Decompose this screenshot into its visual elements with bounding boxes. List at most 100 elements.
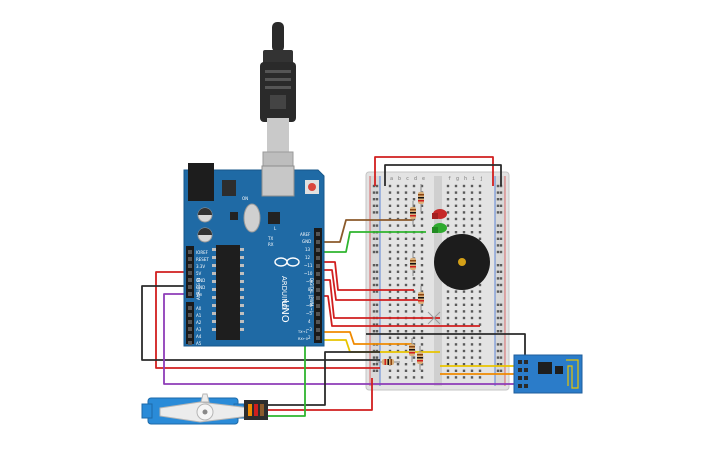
breadboard-hole bbox=[499, 244, 503, 247]
svg-text:RX←0: RX←0 bbox=[298, 337, 308, 341]
breadboard-hole bbox=[396, 376, 400, 379]
breadboard-hole bbox=[396, 264, 400, 267]
breadboard-hole bbox=[446, 297, 450, 300]
svg-text:3.3V: 3.3V bbox=[196, 264, 205, 269]
usb-b-port bbox=[261, 165, 295, 197]
resistor bbox=[418, 184, 424, 212]
breadboard-hole bbox=[375, 283, 379, 287]
svg-text:GND: GND bbox=[196, 285, 205, 290]
breadboard-hole bbox=[454, 211, 458, 214]
breadboard-hole bbox=[388, 184, 392, 188]
breadboard-hole bbox=[446, 191, 450, 194]
resistor bbox=[418, 286, 424, 310]
breadboard-hole bbox=[420, 237, 424, 240]
breadboard-hole bbox=[375, 369, 379, 372]
breadboard-hole bbox=[499, 349, 503, 353]
breadboard-hole bbox=[496, 369, 500, 372]
breadboard-hole bbox=[420, 270, 424, 273]
breadboard-hole bbox=[454, 369, 458, 372]
breadboard-hole bbox=[420, 211, 424, 214]
breadboard-hole bbox=[396, 323, 400, 326]
breadboard-hole bbox=[375, 211, 379, 214]
breadboard-hole bbox=[396, 184, 400, 188]
breadboard-hole bbox=[412, 303, 416, 306]
breadboard-hole bbox=[462, 343, 466, 346]
breadboard-hole bbox=[478, 224, 482, 227]
breadboard-hole bbox=[462, 204, 466, 207]
breadboard-hole bbox=[496, 316, 500, 320]
breadboard-hole bbox=[372, 330, 376, 333]
svg-text:A5: A5 bbox=[196, 341, 202, 346]
breadboard-hole bbox=[420, 244, 424, 247]
breadboard-hole bbox=[412, 244, 416, 247]
breadboard-hole bbox=[396, 237, 400, 240]
breadboard-hole bbox=[446, 336, 450, 339]
breadboard-hole bbox=[420, 250, 424, 254]
breadboard-hole bbox=[396, 330, 400, 333]
breadboard-hole bbox=[396, 303, 400, 306]
breadboard-hole bbox=[470, 323, 474, 326]
breadboard-hole bbox=[446, 363, 450, 366]
breadboard-hole bbox=[396, 217, 400, 221]
svg-text:13: 13 bbox=[305, 247, 311, 252]
svg-text:2: 2 bbox=[308, 335, 311, 340]
breadboard-hole bbox=[388, 191, 392, 194]
breadboard-hole bbox=[375, 356, 379, 359]
breadboard-hole bbox=[372, 369, 376, 372]
breadboard-hole bbox=[412, 310, 416, 313]
breadboard-hole bbox=[470, 297, 474, 300]
breadboard-hole bbox=[499, 277, 503, 280]
breadboard-hole bbox=[375, 244, 379, 247]
breadboard-hole bbox=[375, 310, 379, 313]
breadboard-hole bbox=[496, 237, 500, 240]
digital-pin-labels: AREF GND 13 12 ~11 ~10 ~9 8 7 ~6 ~5 4 ~3… bbox=[297, 232, 313, 341]
breadboard-hole bbox=[499, 363, 503, 366]
breadboard-hole bbox=[499, 224, 503, 227]
breadboard-hole bbox=[478, 303, 482, 306]
breadboard-hole bbox=[478, 310, 482, 313]
breadboard-hole bbox=[404, 224, 408, 227]
breadboard-hole bbox=[446, 204, 450, 207]
breadboard-hole bbox=[462, 310, 466, 313]
breadboard-hole bbox=[470, 349, 474, 353]
breadboard-hole bbox=[499, 264, 503, 267]
breadboard-hole bbox=[396, 356, 400, 359]
breadboard-hole bbox=[499, 290, 503, 293]
breadboard-hole bbox=[420, 204, 424, 207]
breadboard-hole bbox=[396, 277, 400, 280]
breadboard-hole bbox=[420, 277, 424, 280]
breadboard-hole bbox=[372, 290, 376, 293]
svg-text:~3: ~3 bbox=[306, 327, 312, 332]
svg-text:e: e bbox=[422, 176, 425, 182]
breadboard-hole bbox=[446, 231, 450, 234]
breadboard-hole bbox=[375, 184, 379, 188]
resistor bbox=[409, 338, 415, 362]
breadboard-hole bbox=[412, 224, 416, 227]
breadboard-hole bbox=[462, 224, 466, 227]
svg-text:8: 8 bbox=[308, 287, 311, 292]
breadboard-hole bbox=[420, 349, 424, 353]
resistor bbox=[410, 252, 416, 276]
svg-text:d: d bbox=[414, 176, 417, 182]
breadboard-hole bbox=[499, 270, 503, 273]
breadboard-hole bbox=[496, 244, 500, 247]
breadboard-hole bbox=[396, 191, 400, 194]
svg-text:GND: GND bbox=[196, 278, 205, 283]
breadboard-hole bbox=[404, 211, 408, 214]
breadboard-hole bbox=[462, 198, 466, 201]
breadboard-hole bbox=[462, 297, 466, 300]
svg-text:5V: 5V bbox=[196, 271, 202, 276]
svg-text:AREF: AREF bbox=[300, 232, 311, 237]
svg-text:~5: ~5 bbox=[306, 311, 312, 316]
breadboard-hole bbox=[388, 303, 392, 306]
breadboard-hole bbox=[496, 184, 500, 188]
breadboard-hole bbox=[496, 283, 500, 287]
breadboard-hole bbox=[372, 323, 376, 326]
arduino-uno: ARDUINO UNO DIGITAL (PWM ~) TX RX ON L A… bbox=[183, 163, 325, 347]
breadboard-hole bbox=[496, 250, 500, 254]
breadboard-hole bbox=[454, 363, 458, 366]
breadboard-hole bbox=[375, 191, 379, 194]
arduino-brand: ARDUINO bbox=[280, 276, 288, 309]
breadboard-hole bbox=[478, 363, 482, 366]
breadboard-hole bbox=[412, 191, 416, 194]
